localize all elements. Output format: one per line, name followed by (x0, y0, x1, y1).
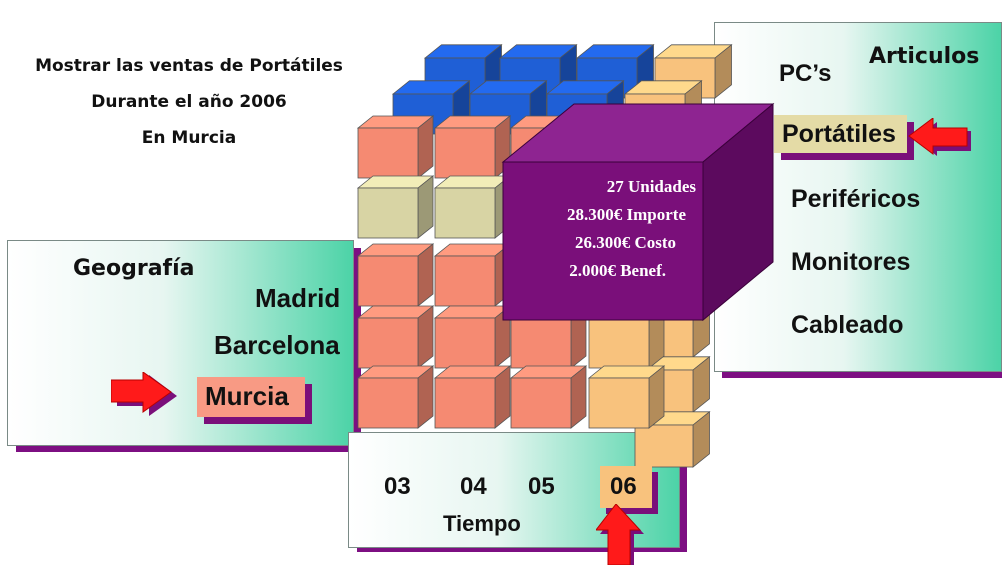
query-line-2: Durante el año 2006 (91, 92, 287, 112)
front-block-r3-c1 (433, 305, 512, 369)
tiempo-04: 04 (460, 473, 487, 500)
front-orange-block-1 (587, 365, 666, 429)
geografia-madrid: Madrid (255, 283, 341, 313)
front-block-r0-c1 (433, 115, 512, 179)
murcia-highlight (197, 377, 305, 417)
murcia-arrow-icon (111, 372, 177, 416)
cell-benef: 2.000€ Benef. (569, 261, 666, 280)
cell-importe: 28.300€ Importe (567, 205, 686, 224)
front-block-r1-c0 (356, 175, 435, 239)
tiempo-06: 06 (610, 473, 637, 500)
front-block-r4-c0 (356, 365, 435, 429)
geografia-title: Geografía (73, 256, 195, 281)
tiempo-03: 03 (384, 473, 411, 500)
articulo-portatiles: Portátiles (782, 120, 896, 148)
front-block-r4-c2 (509, 365, 588, 429)
portatiles-arrow-icon (908, 118, 971, 156)
front-block-r2-c0 (356, 243, 435, 307)
front-block-r0-c0 (356, 115, 435, 179)
front-block-r2-c1 (433, 243, 512, 307)
front-block-r4-c1 (433, 365, 512, 429)
tiempo-arrow-icon (596, 504, 644, 565)
tiempo-05: 05 (528, 473, 555, 500)
highlighted-cell: 27 Unidades 28.300€ Importe 26.300€ Cost… (501, 102, 775, 322)
tiempo-title: Tiempo (443, 511, 521, 536)
query-line-1: Mostrar las ventas de Portátiles (35, 56, 343, 76)
cell-unidades: 27 Unidades (607, 177, 697, 196)
portatiles-highlight (774, 115, 907, 153)
articulo-perifericos: Periféricos (791, 185, 921, 213)
tiempo-06-highlight (600, 466, 652, 508)
cell-costo: 26.300€ Costo (575, 233, 676, 252)
articulo-monitores: Monitores (791, 248, 911, 276)
query-line-3: En Murcia (141, 128, 237, 148)
geografia-murcia: Murcia (205, 381, 289, 411)
front-block-r3-c0 (356, 305, 435, 369)
front-block-r1-c1 (433, 175, 512, 239)
articulo-pcs: PC’s (779, 60, 832, 87)
query-text: Mostrar las ventas de Portátiles Durante… (0, 48, 378, 156)
highlighted-cell-front (502, 161, 704, 321)
articulos-title: Articulos (869, 44, 980, 69)
articulo-cableado: Cableado (791, 311, 904, 339)
geografia-barcelona: Barcelona (214, 330, 340, 360)
